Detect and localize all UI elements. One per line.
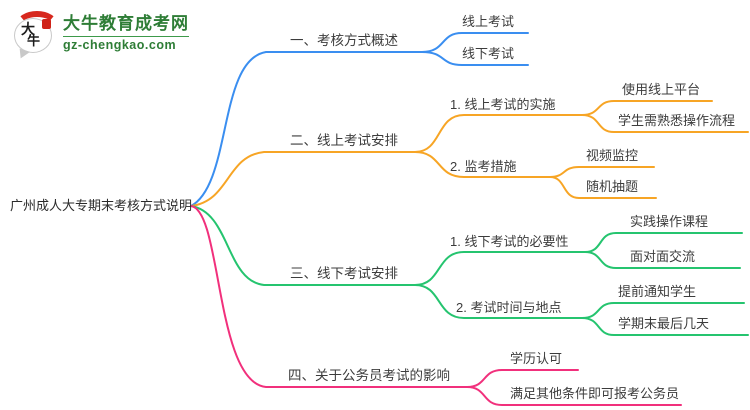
- logo-seal-stamp-icon: [42, 19, 51, 29]
- site-logo[interactable]: 大 牛 大牛教育成考网 gz-chengkao.com: [12, 10, 189, 56]
- leaf-practical-courses: 实践操作课程: [630, 214, 709, 229]
- logo-char-da: 大: [21, 21, 35, 37]
- leaf-use-online-platform: 使用线上平台: [622, 82, 701, 97]
- site-name: 大牛教育成考网: [63, 13, 189, 38]
- logo-char-niu: 牛: [27, 33, 41, 48]
- leaf-apply-civil-servant: 满足其他条件即可报考公务员: [510, 386, 680, 401]
- branch-3-lines: [190, 205, 749, 336]
- sub-proctoring-measures: 2. 监考措施: [450, 159, 517, 174]
- site-url: gz-chengkao.com: [63, 38, 177, 53]
- leaf-video-monitoring: 视频监控: [586, 148, 639, 163]
- root-node: 广州成人大专期末考核方式说明: [10, 198, 193, 213]
- sub-offline-necessity: 1. 线下考试的必要性: [450, 234, 569, 249]
- node-online-arrangement: 二、线上考试安排: [290, 133, 398, 148]
- branch-2-lines: [190, 100, 749, 207]
- leaf-familiar-with-process: 学生需熟悉操作流程: [618, 113, 736, 128]
- node-exam-overview: 一、考核方式概述: [290, 33, 398, 48]
- leaf-end-of-semester: 学期末最后几天: [618, 316, 710, 331]
- leaf-online-exam: 线上考试: [462, 14, 515, 29]
- node-offline-arrangement: 三、线下考试安排: [290, 266, 398, 281]
- logo-red-arc: [16, 11, 58, 38]
- leaf-random-questions: 随机抽题: [586, 179, 639, 194]
- sub-online-implementation: 1. 线上考试的实施: [450, 97, 556, 112]
- leaf-face-to-face: 面对面交流: [630, 249, 696, 264]
- branch-1-lines: [190, 32, 529, 207]
- branch-4-lines: [190, 205, 682, 406]
- sub-exam-time-location: 2. 考试时间与地点: [456, 300, 562, 315]
- node-civil-servant-impact: 四、关于公务员考试的影响: [288, 368, 450, 383]
- leaf-notify-in-advance: 提前通知学生: [618, 284, 697, 299]
- leaf-degree-recognition: 学历认可: [510, 351, 563, 366]
- leaf-offline-exam: 线下考试: [462, 46, 515, 61]
- logo-speech-bubble: [14, 18, 52, 53]
- logo-bubble-icon: 大 牛: [12, 10, 58, 56]
